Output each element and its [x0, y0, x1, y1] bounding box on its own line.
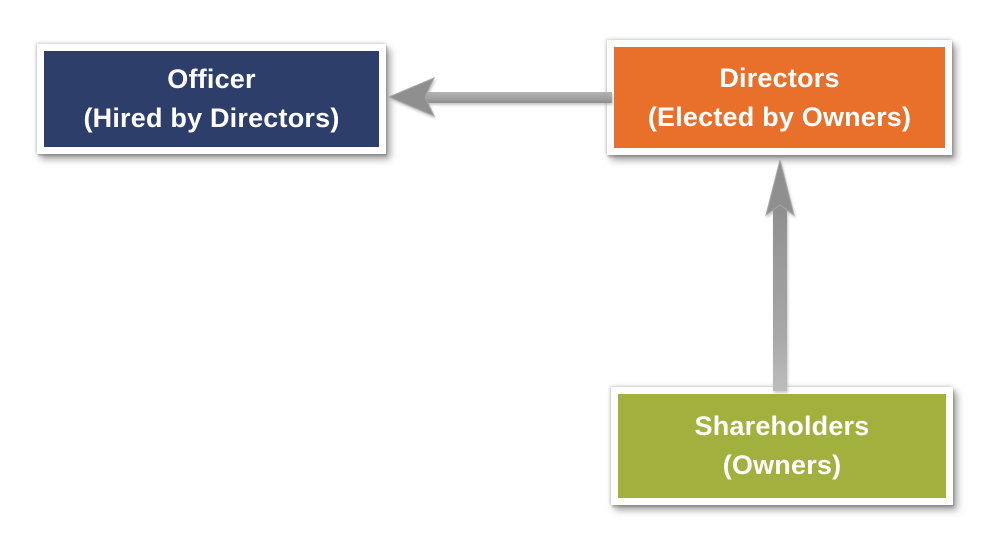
node-directors: Directors (Elected by Owners)	[607, 40, 952, 155]
node-officer: Officer (Hired by Directors)	[37, 44, 386, 154]
arrowhead-left-icon	[387, 77, 436, 117]
node-officer-subtitle: (Hired by Directors)	[83, 103, 340, 133]
arrowhead-up-icon	[765, 159, 795, 217]
node-shareholders: Shareholders (Owners)	[611, 387, 953, 505]
arrow-shaft	[773, 205, 787, 391]
arrow-directors-to-officer	[387, 77, 612, 117]
node-shareholders-title: Shareholders	[694, 411, 870, 441]
arrow-shareholders-to-directors	[765, 159, 795, 391]
node-officer-title: Officer	[167, 64, 256, 94]
arrow-shaft	[422, 92, 612, 103]
node-shareholders-subtitle: (Owners)	[722, 450, 842, 480]
node-directors-subtitle: (Elected by Owners)	[647, 101, 912, 132]
node-directors-title: Directors	[719, 62, 840, 93]
